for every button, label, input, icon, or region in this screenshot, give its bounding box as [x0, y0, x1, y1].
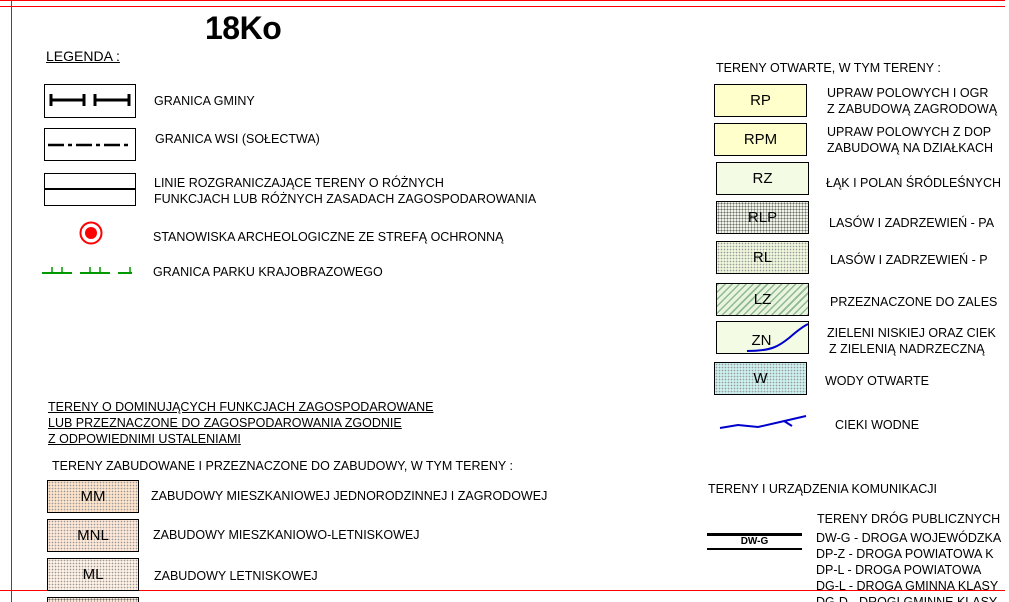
demarcation-lines-label-2: FUNKCJACH LUB RÓŻNYCH ZASADACH ZAGOSPODA…: [154, 192, 537, 206]
demarcation-lines-symbol: [44, 173, 136, 206]
watercourse-icon: [719, 415, 807, 429]
sheet-title: 18Ko: [205, 10, 282, 46]
mnl-swatch: MNL: [47, 519, 139, 552]
archeological-site-label: STANOWISKA ARCHEOLOGICZNE ZE STREFĄ OCHR…: [153, 230, 504, 244]
road-item-dgl: DG-L - DROGA GMINNA KLASY: [816, 579, 999, 593]
watercourse-label: CIEKI WODNE: [835, 418, 920, 432]
frame-top-inner: [0, 6, 1005, 7]
demarcation-lines-label-1: LINIE ROZGRANICZAJĄCE TERENY O RÓŻNYCH: [154, 176, 444, 190]
rpm-label-1: UPRAW POLOWYCH Z DOP: [827, 125, 992, 139]
village-boundary-label: GRANICA WSI (SOŁECTWA): [155, 132, 320, 146]
built-heading: TERENY ZABUDOWANE I PRZEZNACZONE DO ZABU…: [52, 459, 513, 473]
rz-code: RZ: [752, 170, 773, 187]
rl-label: LASÓW I ZADRZEWIEŃ - P: [830, 253, 988, 267]
road-symbol-code: DW-G: [740, 536, 769, 547]
landscape-park-boundary-label: GRANICA PARKU KRAJOBRAZOWEGO: [153, 265, 383, 279]
road-item-dpz: DP-Z - DROGA POWIATOWA K: [816, 547, 994, 561]
lz-label: PRZEZNACZONE DO ZALES: [830, 295, 998, 309]
rl-swatch: RL: [716, 241, 809, 274]
rpm-code: RPM: [743, 131, 778, 148]
rlp-swatch: RLP: [716, 201, 809, 234]
mnl-label: ZABUDOWY MIESZKANIOWO-LETNISKOWEJ: [153, 528, 420, 542]
village-boundary-symbol: [44, 128, 136, 161]
road-item-dwg: DW-G - DROGA WOJEWÓDZKA: [816, 531, 1002, 545]
rz-label: ŁĄK I POLAN ŚRÓDLEŚNYCH: [826, 176, 1002, 190]
w-code: W: [753, 370, 768, 387]
commune-boundary-label: GRANICA GMINY: [154, 94, 255, 108]
frame-top-outer: [0, 0, 1005, 1]
open-heading: TERENY OTWARTE, W TYM TERENY :: [716, 61, 941, 75]
rp-swatch: RP: [714, 84, 807, 117]
frame-bottom: [0, 590, 1005, 591]
ml-swatch: ML: [47, 558, 139, 591]
road-symbol: DW-G: [707, 532, 802, 552]
rp-label-2: Z ZABUDOWĄ ZAGRODOWĄ: [827, 102, 998, 116]
rp-label-1: UPRAW POLOWYCH I OGR: [827, 86, 989, 100]
rlp-label: LASÓW I ZADRZEWIEŃ - PA: [829, 216, 995, 230]
w-swatch: W: [714, 362, 807, 395]
zn-label-1: ZIELENI NISKIEJ ORAZ CIEK: [827, 326, 996, 340]
mm-swatch: MM: [47, 480, 139, 513]
rpm-label-2: ZABUDOWĄ NA DZIAŁKACH: [827, 141, 993, 155]
rlp-code: RLP: [747, 209, 778, 226]
zn-label-2: Z ZIELENIĄ NADRZECZNĄ: [829, 342, 985, 356]
rp-code: RP: [750, 92, 771, 109]
zn-stream-icon: [746, 323, 808, 352]
rpm-swatch: RPM: [714, 123, 807, 156]
road-item-dpl: DP-L - DROGA POWIATOWA: [816, 563, 982, 577]
rz-swatch: RZ: [716, 162, 809, 195]
commune-boundary-symbol: [44, 84, 136, 118]
mm-code: MM: [80, 488, 106, 505]
next-built-swatch: [47, 597, 139, 602]
dominant-heading-2: LUB PRZEZNACZONE DO ZAGOSPODAROWANIA ZGO…: [48, 416, 402, 430]
dominant-heading-3: Z ODPOWIEDNIMI USTALENIAMI: [48, 432, 241, 446]
zn-code: ZN: [751, 332, 772, 349]
roads-heading: TERENY DRÓG PUBLICZNYCH: [817, 512, 1001, 526]
dominant-heading-1: TERENY O DOMINUJĄCYCH FUNKCJACH ZAGOSPOD…: [48, 400, 434, 414]
w-label: WODY OTWARTE: [825, 374, 929, 388]
mnl-code: MNL: [77, 527, 109, 544]
ml-code: ML: [82, 566, 104, 583]
legend-heading: LEGENDA :: [46, 48, 120, 64]
lz-swatch: LZ: [716, 283, 809, 316]
mm-label: ZABUDOWY MIESZKANIOWEJ JEDNORODZINNEJ I …: [151, 489, 548, 503]
ml-label: ZABUDOWY LETNISKOWEJ: [154, 569, 318, 583]
road-item-dgd: DG-D - DROGI GMINNE KLASY: [816, 595, 998, 602]
rl-code: RL: [752, 249, 773, 266]
landscape-park-boundary-icon: [42, 267, 132, 274]
frame-left: [11, 0, 12, 602]
lz-code: LZ: [753, 291, 772, 308]
zn-swatch: ZN: [716, 321, 809, 354]
transport-heading: TERENY I URZĄDZENIA KOMUNIKACJI: [708, 482, 937, 496]
archeological-site-icon: [79, 221, 103, 245]
